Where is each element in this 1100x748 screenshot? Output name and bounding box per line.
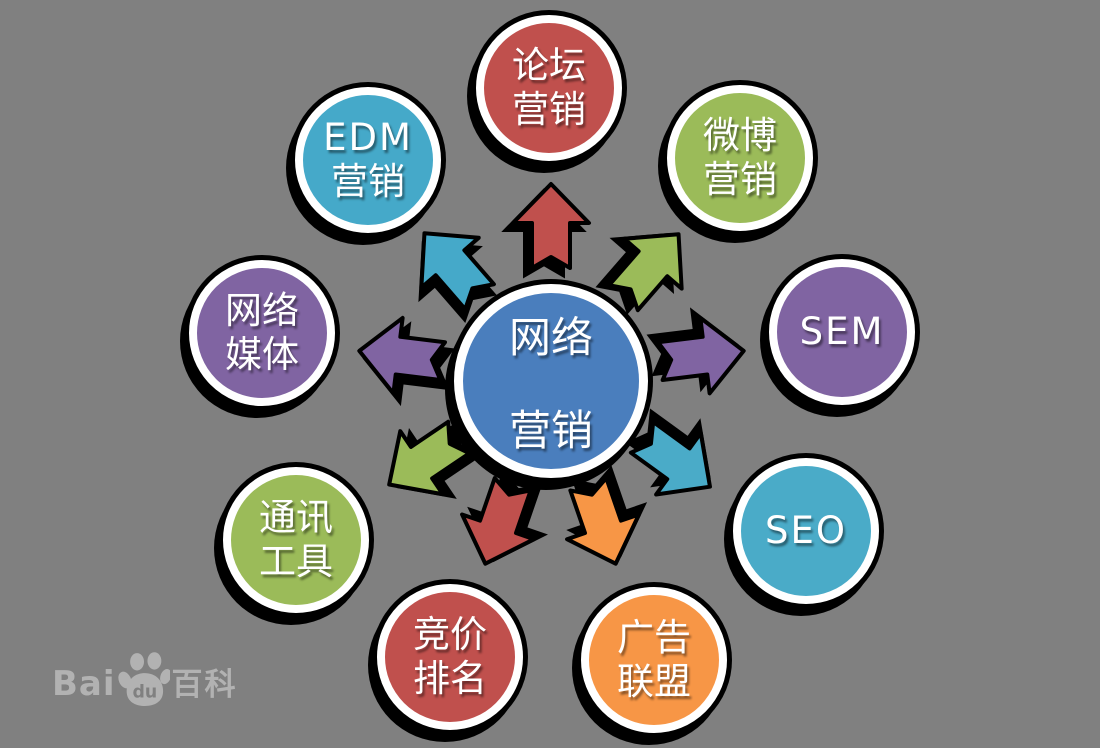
node-label-line: 论坛 <box>512 44 586 88</box>
node-sem: SEM <box>769 259 915 405</box>
node-label-line: 竞价 <box>413 613 487 657</box>
node-label-line: 营销 <box>703 158 777 201</box>
node-label-line: 工具 <box>259 540 333 583</box>
node-label-line: 营销 <box>508 406 593 455</box>
watermark-baike-text: 百科 <box>171 667 238 703</box>
arrow-to-bid-ranking <box>447 465 560 579</box>
node-communication-tools: 通讯 工具 <box>223 467 369 613</box>
node-label-line: EDM <box>323 116 413 160</box>
arrow-to-ad-alliance <box>550 461 658 579</box>
node-label-line: 网络 <box>508 313 593 362</box>
baidu-baike-watermark: Bai du 百科 <box>52 652 238 706</box>
node-edm-marketing: EDM 营销 <box>295 87 441 233</box>
baidu-paw-icon: du <box>117 652 170 706</box>
node-label-line: 媒体 <box>225 333 299 376</box>
node-label-line: 广告 <box>617 616 691 660</box>
node-label-line: 通讯 <box>259 496 333 540</box>
node-label-line: 营销 <box>331 160 405 203</box>
node-weibo-marketing: 微博 营销 <box>667 85 813 231</box>
arrow-to-network-media <box>352 311 456 409</box>
node-label-line: 联盟 <box>617 660 691 703</box>
watermark-du-text: du <box>132 682 157 702</box>
node-network-marketing-hub: 网络 营销 <box>454 284 648 478</box>
arrow-to-forum-marketing <box>504 182 591 277</box>
watermark-bai-text: Bai <box>52 664 116 704</box>
node-label-line: 排名 <box>413 657 487 700</box>
node-bid-ranking: 竞价 排名 <box>377 584 523 730</box>
node-label-line: 微博 <box>703 114 777 158</box>
node-network-media: 网络 媒体 <box>189 260 335 406</box>
node-forum-marketing: 论坛 营销 <box>476 15 622 161</box>
node-label-line: SEM <box>799 310 885 354</box>
node-ad-alliance: 广告 联盟 <box>581 587 727 733</box>
node-seo: SEO <box>733 458 879 604</box>
node-label-line: 网络 <box>225 289 299 333</box>
node-label-line: SEO <box>765 509 847 553</box>
node-label-line: 营销 <box>512 88 586 131</box>
arrow-to-sem <box>645 305 751 401</box>
